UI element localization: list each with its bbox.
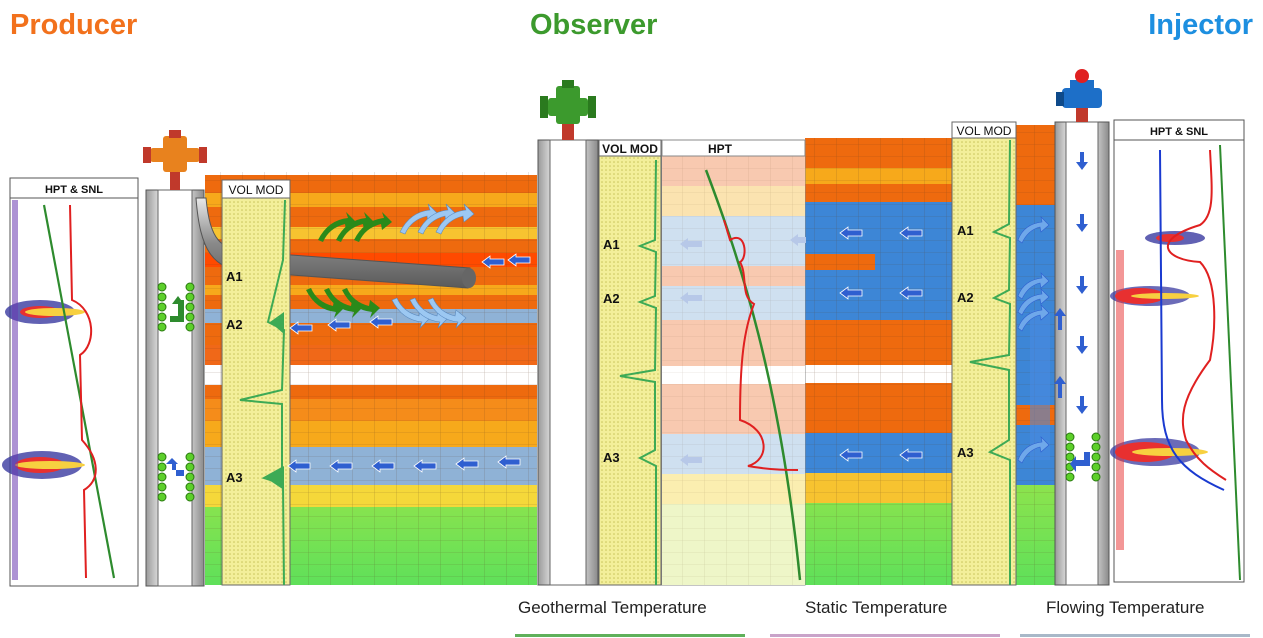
injector-well[interactable] <box>1017 69 1110 586</box>
reservoir-layers-right <box>805 125 1055 585</box>
producer-volmod-header: VOL MOD <box>229 183 284 197</box>
injector-wellhead-icon <box>1056 69 1102 122</box>
legend-flowing-label: Flowing Temperature <box>1046 598 1205 617</box>
producer-volmod-track: VOL MOD A1 A2 A3 <box>221 179 291 586</box>
fluid-flow-curved-arrows <box>306 203 475 329</box>
injector-volmod-track: VOL MOD A1 A2 A3 <box>951 121 1017 586</box>
producer-zone-a3: A3 <box>226 470 243 485</box>
injector-zone-a3: A3 <box>957 445 974 460</box>
observer-zone-a1: A1 <box>603 237 620 252</box>
observer-well[interactable] <box>537 80 599 586</box>
producer-wellhead-icon <box>143 130 207 190</box>
injector-title: Injector <box>1148 9 1253 41</box>
producer-zone-a1: A1 <box>226 269 243 284</box>
legend-flowing-line <box>1020 634 1250 637</box>
observer-hpt-header: HPT <box>708 142 733 156</box>
producer-title: Producer <box>10 9 138 41</box>
observer-volmod-track: VOL MOD A1 A2 A3 <box>598 139 662 586</box>
injector-zone-a1: A1 <box>957 223 974 238</box>
observer-wellhead-icon <box>540 80 596 140</box>
legend-geothermal-label: Geothermal Temperature <box>518 598 707 617</box>
observer-volmod-header: VOL MOD <box>602 142 658 156</box>
injector-log-track: HPT & SNL <box>1110 119 1245 583</box>
observer-zone-a2: A2 <box>603 291 620 306</box>
flow-arrows-left <box>287 253 531 473</box>
legend-static-line <box>770 634 1000 637</box>
observer-title: Observer <box>530 9 658 41</box>
producer-log-track: HPT & SNL <box>2 177 139 587</box>
flow-arrows-right <box>839 226 923 462</box>
injector-volmod-header: VOL MOD <box>957 124 1012 138</box>
legend-static-label: Static Temperature <box>805 598 948 617</box>
producer-zone-a2: A2 <box>226 317 243 332</box>
legend-geothermal-line <box>515 634 745 637</box>
injector-zone-a2: A2 <box>957 290 974 305</box>
observer-zone-a3: A3 <box>603 450 620 465</box>
observer-hpt-track: HPT <box>661 139 806 586</box>
producer-well[interactable] <box>143 130 207 587</box>
producer-log-header: HPT & SNL <box>45 184 103 196</box>
injector-log-header: HPT & SNL <box>1150 126 1208 138</box>
